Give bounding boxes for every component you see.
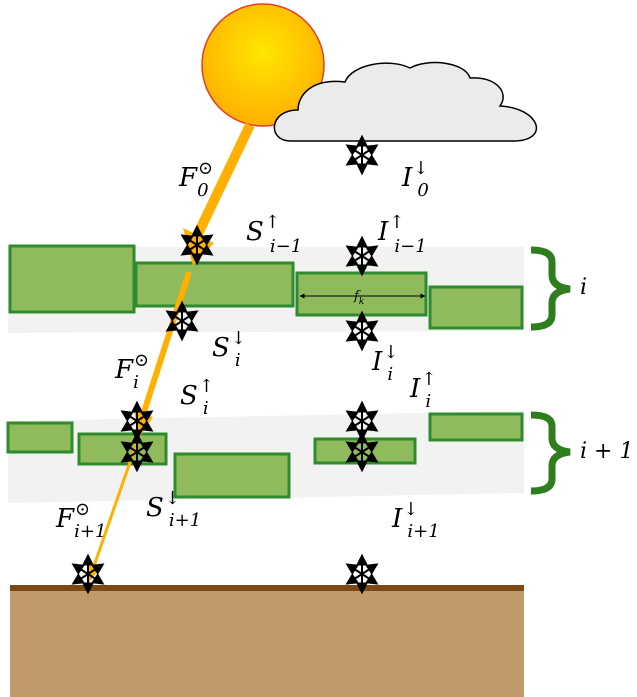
cloud-block <box>297 273 426 315</box>
flux-arrow <box>348 146 362 155</box>
flux-arrow <box>348 155 362 164</box>
label-i-i1-down: I↓i+1 <box>391 499 440 542</box>
label-brace-i: i <box>580 275 587 300</box>
flux-arrow <box>362 146 376 155</box>
flux-arrow <box>362 574 376 583</box>
flux-arrow <box>362 155 376 164</box>
cloud-block <box>79 434 166 464</box>
flux-arrow <box>348 565 362 574</box>
cloud-block <box>430 287 522 328</box>
cloud-block <box>430 414 522 440</box>
flux-arrow <box>348 574 362 583</box>
flux-arrow <box>74 574 88 583</box>
flux-arrow <box>362 565 376 574</box>
flux-arrow <box>348 331 362 340</box>
label-s-i-up: S↑i <box>180 376 214 419</box>
label-fi: F⊙i <box>114 350 149 393</box>
label-i0: I↓0 <box>401 158 429 201</box>
layer-brace-i <box>531 250 570 327</box>
cloud-block <box>10 246 134 312</box>
flux-arrows-icon <box>348 137 377 173</box>
cloud-block <box>136 263 293 306</box>
flux-arrow <box>74 565 88 574</box>
label-f0: F⊙0 <box>178 158 213 201</box>
label-fi1: F⊙i+1 <box>55 499 106 542</box>
label-s-i-down: S↓i <box>212 328 246 371</box>
flux-arrow <box>362 331 376 340</box>
label-brace-i-plus-1: i + 1 <box>580 439 633 464</box>
layer-brace-i-plus-1 <box>531 415 570 491</box>
ground <box>10 588 524 697</box>
label-i-i-up: I↑i <box>409 369 436 412</box>
label-i-i-down: I↓i <box>371 342 398 385</box>
cloud-block <box>175 454 289 497</box>
cloud-block <box>8 423 72 452</box>
